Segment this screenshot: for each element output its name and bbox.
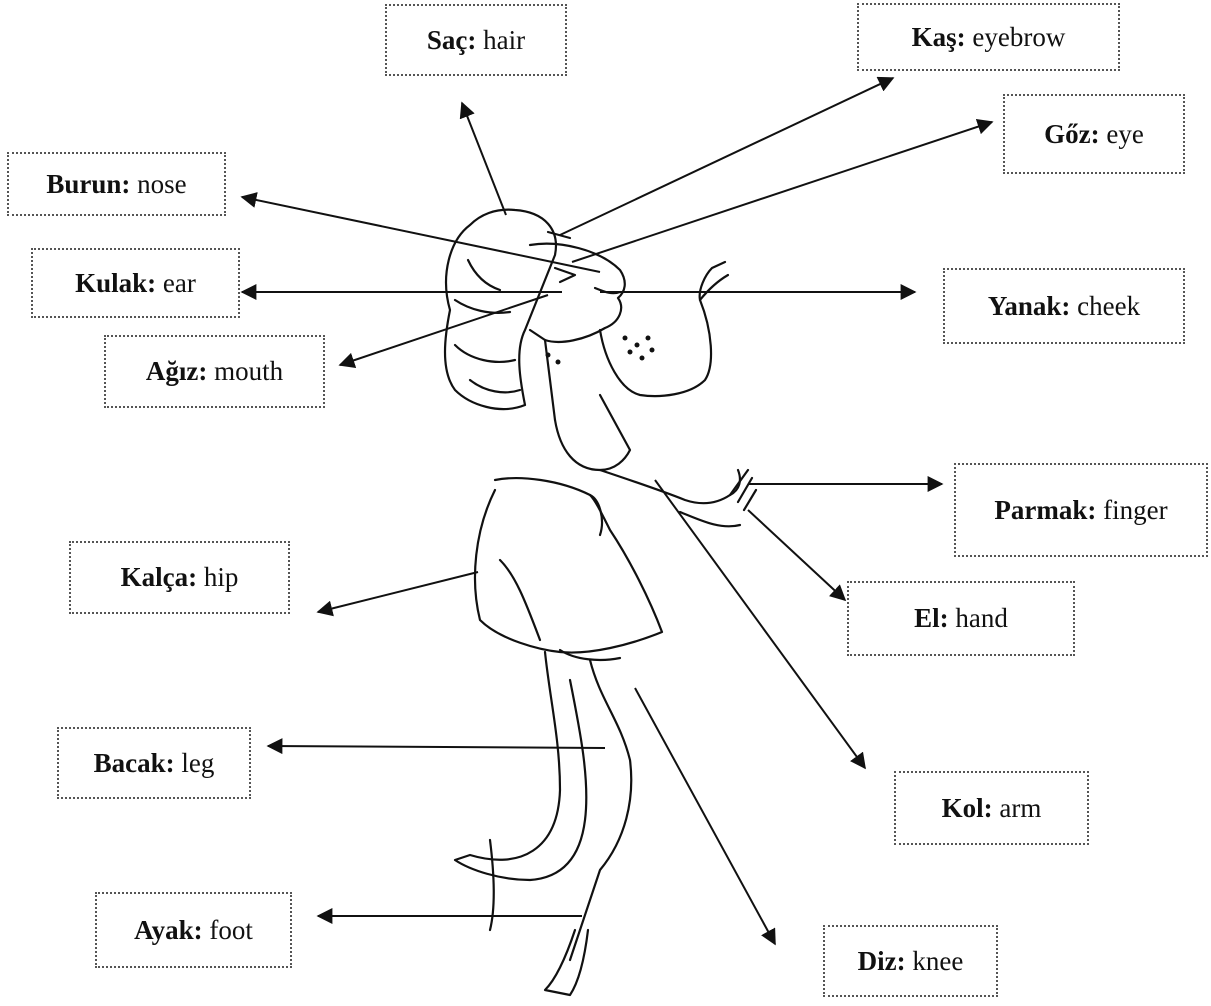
label-hip-turkish: Kalça:	[121, 562, 197, 593]
label-arm: Kol: arm	[894, 771, 1089, 845]
arrow-leg	[268, 746, 605, 748]
torso-shape	[555, 395, 630, 470]
arm-shape	[600, 470, 740, 503]
label-leg: Bacak: leg	[57, 727, 251, 799]
cheek-dots	[546, 336, 655, 365]
label-arm-english: arm	[999, 793, 1041, 824]
label-ear-english: ear	[163, 268, 196, 299]
label-hip: Kalça: hip	[69, 541, 290, 614]
label-cheek-english: cheek	[1077, 291, 1140, 322]
arrow-hand	[748, 510, 845, 600]
arrow-knee	[635, 688, 775, 944]
label-foot-english: foot	[209, 915, 253, 946]
label-mouth-english: mouth	[214, 356, 283, 387]
label-cheek: Yanak: cheek	[943, 268, 1185, 344]
label-eye-turkish: Gőz:	[1044, 119, 1099, 150]
arrow-arm	[655, 480, 865, 768]
label-leg-english: leg	[181, 748, 214, 779]
label-hair: Saç: hair	[385, 4, 567, 76]
arrow-hip	[318, 572, 478, 612]
label-nose-english: nose	[137, 169, 187, 200]
label-hand-turkish: El:	[914, 603, 949, 634]
label-cheek-turkish: Yanak:	[988, 291, 1071, 322]
arrow-eye	[572, 122, 992, 262]
hair-shape	[445, 210, 556, 409]
label-nose: Burun: nose	[7, 152, 226, 216]
arrow-nose	[242, 197, 600, 272]
label-hip-english: hip	[204, 562, 239, 593]
label-eye-english: eye	[1106, 119, 1143, 150]
label-hair-english: hair	[483, 25, 525, 56]
label-eyebrow-english: eyebrow	[972, 22, 1065, 53]
label-finger-english: finger	[1103, 495, 1167, 526]
skirt-shape	[475, 490, 662, 653]
label-knee: Diz: knee	[823, 925, 998, 997]
label-mouth-turkish: Ağız:	[146, 356, 207, 387]
label-arm-turkish: Kol:	[942, 793, 993, 824]
pointer-arrows	[242, 78, 992, 944]
eye-shape	[555, 268, 575, 282]
label-mouth: Ağız: mouth	[104, 335, 325, 408]
label-finger: Parmak: finger	[954, 463, 1208, 557]
label-finger-turkish: Parmak:	[994, 495, 1096, 526]
legs-shape	[455, 652, 586, 880]
label-eyebrow-turkish: Kaş:	[912, 22, 966, 53]
label-hand: El: hand	[847, 581, 1075, 656]
label-eyebrow: Kaş: eyebrow	[857, 3, 1120, 71]
label-ear: Kulak: ear	[31, 248, 240, 318]
label-knee-english: knee	[912, 946, 963, 977]
woman-figure	[445, 210, 756, 995]
label-hair-turkish: Saç:	[427, 25, 477, 56]
label-foot: Ayak: foot	[95, 892, 292, 968]
label-eye: Gőz: eye	[1003, 94, 1185, 174]
label-nose-turkish: Burun:	[46, 169, 130, 200]
label-leg-turkish: Bacak:	[94, 748, 175, 779]
label-ear-turkish: Kulak:	[75, 268, 156, 299]
label-knee-turkish: Diz:	[858, 946, 906, 977]
label-hand-english: hand	[955, 603, 1007, 634]
label-foot-turkish: Ayak:	[134, 915, 203, 946]
arrow-hair	[462, 103, 506, 215]
